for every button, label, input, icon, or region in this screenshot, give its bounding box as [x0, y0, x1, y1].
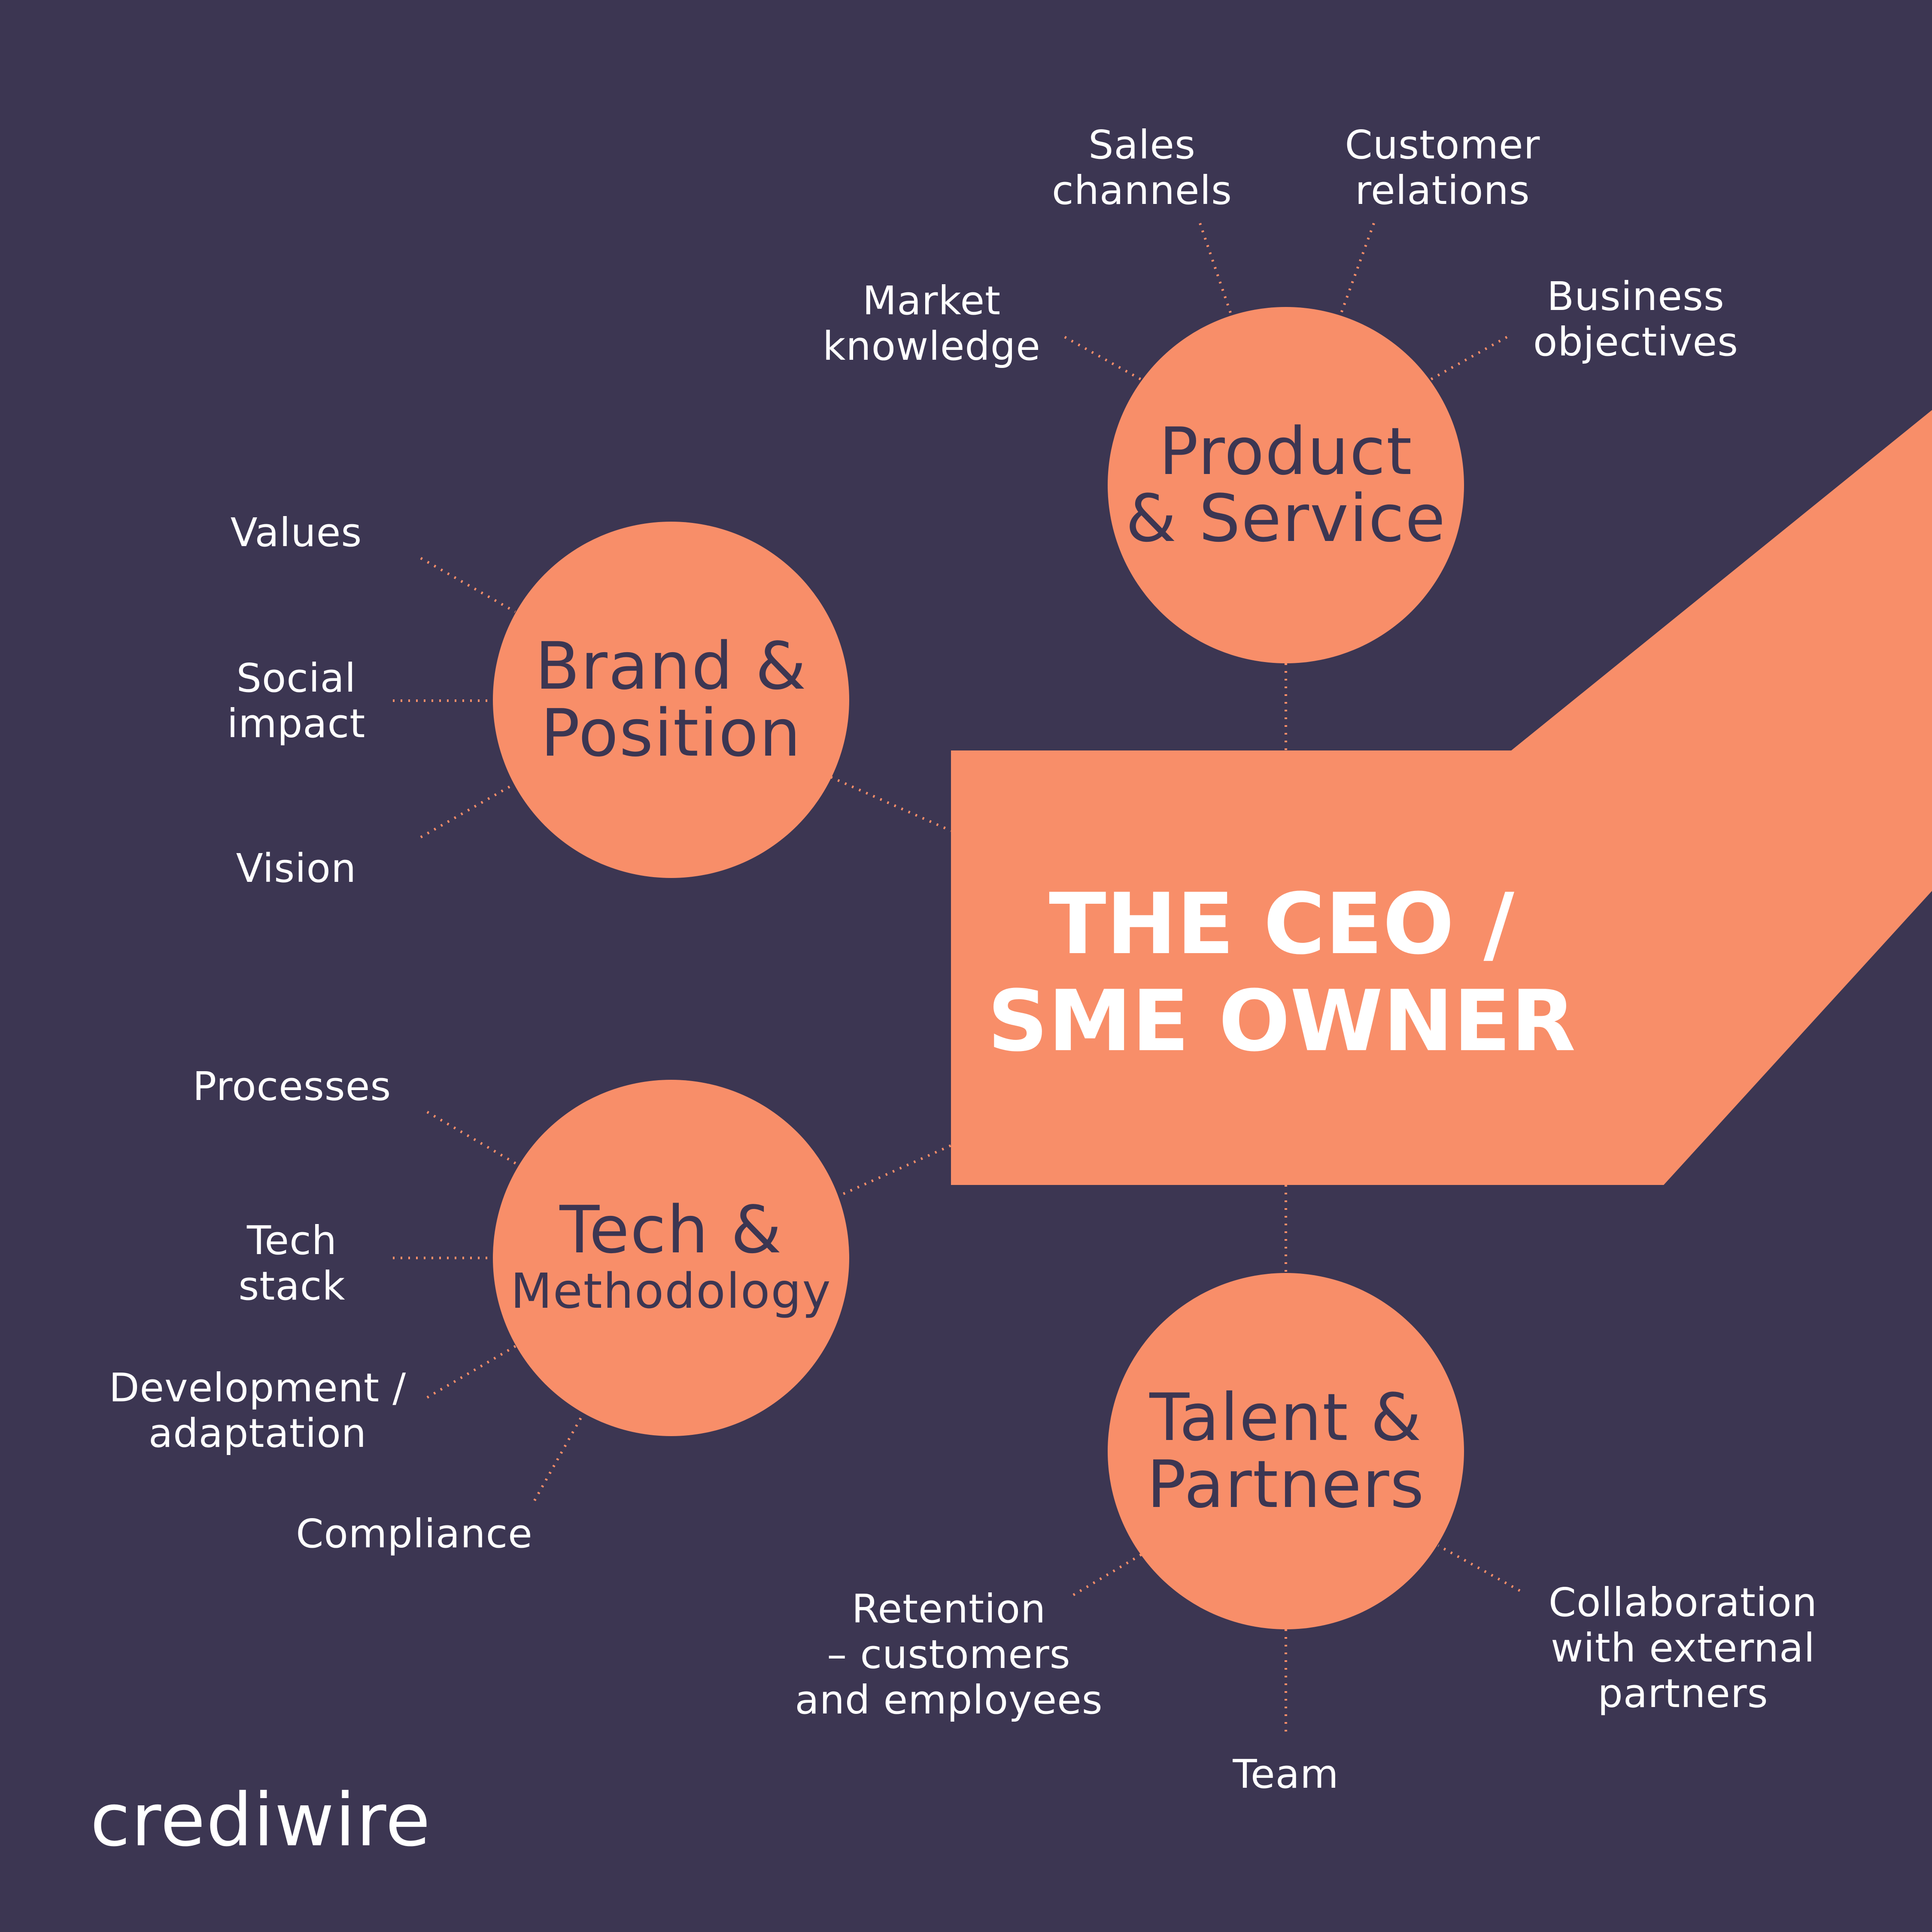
line-compliance [533, 1412, 585, 1501]
label-market-knowledge: Market knowledge [823, 278, 1041, 369]
line-market-knowledge [1064, 336, 1143, 381]
node-brand-position: Brand & Position [493, 522, 849, 878]
label-development: Development / adaptation [109, 1365, 407, 1456]
label-customer-relations: Customer relations [1345, 122, 1540, 213]
line-vision [420, 782, 516, 838]
node-tech-methodology: Tech & Methodology [493, 1080, 849, 1436]
node-tech-methodology-title: Tech & [559, 1192, 783, 1268]
line-development [426, 1343, 520, 1399]
node-product-service-title: Product & Service [1125, 413, 1446, 556]
line-sales-channels [1199, 223, 1233, 318]
node-product-service: Product & Service [1108, 307, 1464, 663]
line-customer-relations [1338, 222, 1375, 319]
crediwire-logo: crediwire [90, 1778, 431, 1863]
label-team: Team [1233, 1751, 1339, 1797]
line-tech-to-ceo [835, 1144, 952, 1198]
label-processes: Processes [192, 1063, 392, 1109]
line-business-objectives [1429, 336, 1508, 381]
label-values: Values [230, 510, 362, 556]
label-collaboration: Collaboration with external partners [1548, 1580, 1818, 1716]
label-business-objectives: Business objectives [1533, 273, 1739, 365]
line-values [420, 557, 516, 613]
node-talent-partners-title: Talent & Partners [1147, 1379, 1425, 1522]
ceo-banner-shape [951, 410, 1932, 1185]
label-compliance: Compliance [296, 1511, 533, 1557]
node-tech-methodology-subtitle: Methodology [510, 1264, 832, 1319]
line-processes [426, 1111, 520, 1167]
node-talent-partners: Talent & Partners [1108, 1273, 1464, 1629]
line-brand-to-ceo [830, 776, 952, 832]
line-retention [1072, 1553, 1143, 1596]
ceo-title: THE CEO / SME OWNER [987, 875, 1576, 1070]
label-social-impact: Social impact [227, 655, 366, 747]
line-collaboration [1437, 1544, 1521, 1592]
label-retention: Retention – customers and employees [795, 1586, 1103, 1723]
node-brand-position-title: Brand & Position [535, 628, 807, 771]
label-vision: Vision [236, 845, 357, 891]
label-sales-channels: Sales channels [1052, 122, 1232, 213]
label-tech-stack: Tech stack [238, 1218, 346, 1309]
